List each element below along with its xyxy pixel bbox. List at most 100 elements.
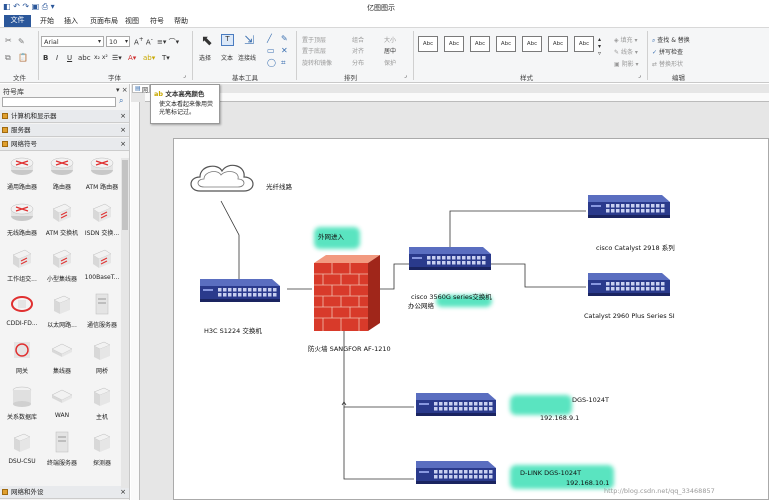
spell-check-button[interactable]: ✓ 拼写检查	[652, 49, 683, 56]
rect-icon[interactable]: ▭	[267, 46, 275, 55]
label-fiber[interactable]: 光纤线路	[266, 183, 292, 191]
close-icon[interactable]: ×	[120, 126, 126, 134]
label-firewall[interactable]: 防火墙 SANGFOR AF-1210	[308, 345, 391, 353]
library-shape[interactable]: 网关	[2, 338, 42, 382]
format-painter-icon[interactable]: ✎	[18, 37, 25, 46]
fiber-link[interactable]	[220, 200, 240, 287]
switch-dgs[interactable]	[416, 393, 496, 416]
replace-shape-button[interactable]: ⇄ 替换形状	[652, 61, 683, 68]
label-office[interactable]: 办公网络	[408, 302, 434, 310]
grow-font-icon[interactable]: A+ A-	[134, 37, 153, 47]
menu-symbols[interactable]: 符号	[150, 17, 164, 25]
diagram-page[interactable]: 光纤线路 H3C S1224 交换机 外网进入 防火墙 SANGFOR AF-1…	[173, 138, 769, 500]
library-section-network[interactable]: 网络符号×	[0, 138, 129, 151]
switch-h3c[interactable]	[200, 279, 280, 302]
library-shape[interactable]: 探测器	[82, 430, 122, 474]
menu-view[interactable]: 视图	[125, 17, 139, 25]
library-section-computers[interactable]: 计算机和显示器×	[0, 110, 129, 123]
library-shape[interactable]: 通信服务器	[82, 292, 122, 336]
library-shape[interactable]: 通用路由器	[2, 154, 42, 198]
style-preset-2[interactable]: Abc	[444, 36, 464, 52]
font-size-select[interactable]: 10 ▾	[106, 36, 130, 47]
menu-insert[interactable]: 插入	[64, 17, 78, 25]
library-section-network-peripherals[interactable]: 网络和外设×	[0, 486, 129, 499]
library-shape[interactable]: 以太网路...	[42, 292, 82, 336]
line-icon[interactable]: ╱	[267, 34, 272, 43]
library-shape[interactable]: 100BaseT...	[82, 246, 122, 290]
firewall-icon[interactable]	[314, 255, 380, 331]
close-icon[interactable]: ×	[120, 112, 126, 120]
ellipse-icon[interactable]: ◯	[267, 58, 276, 67]
style-preset-7[interactable]: Abc	[574, 36, 594, 52]
label-dgs[interactable]: DGS-1024T	[572, 396, 610, 404]
text-direction-icon[interactable]: T▾	[162, 54, 170, 62]
library-shape[interactable]: 关系数据库	[2, 384, 42, 428]
font-name-select[interactable]: Arial ▾	[41, 36, 104, 47]
label-ip1[interactable]: 192.168.9.1	[540, 414, 580, 422]
library-shape[interactable]: ATM 路由器	[82, 154, 122, 198]
library-search-input[interactable]	[2, 97, 116, 107]
library-shape[interactable]: 集线器	[42, 338, 82, 382]
cross-icon[interactable]: ✕	[281, 46, 288, 55]
style-preset-6[interactable]: Abc	[548, 36, 568, 52]
underline-icon[interactable]: U	[67, 54, 73, 62]
close-icon[interactable]: ×	[120, 488, 126, 496]
dialog-launcher-icon[interactable]: ⌟	[638, 72, 641, 79]
link-core-2960[interactable]	[490, 263, 586, 288]
label-dlink[interactable]: D-LINK DGS-1024T	[520, 469, 582, 477]
menu-home[interactable]: 开始	[40, 17, 54, 25]
library-shape[interactable]: WAN	[42, 384, 82, 428]
library-section-servers[interactable]: 服务器×	[0, 124, 129, 137]
size-button[interactable]: 大小	[384, 37, 397, 44]
menu-help[interactable]: 帮助	[174, 17, 188, 25]
find-replace-button[interactable]: ⌕ 查找 & 替换	[652, 37, 690, 44]
rotate-mirror-button[interactable]: 旋转和镜像	[302, 60, 333, 67]
dialog-launcher-icon[interactable]: ⌟	[183, 72, 186, 79]
crop-icon[interactable]: ⌗	[281, 58, 286, 67]
highlight-icon[interactable]: ab▾	[143, 54, 156, 62]
link-firewall-dgs[interactable]	[343, 327, 414, 408]
style-preset-3[interactable]: Abc	[470, 36, 490, 52]
menu-file[interactable]: 文件	[4, 15, 31, 27]
label-cisco2960[interactable]: Catalyst 2960 Plus Series SI	[584, 312, 675, 320]
style-scroll-icon[interactable]: ▴▾▿	[598, 36, 602, 57]
switch-cisco3560[interactable]	[409, 247, 491, 270]
label-external[interactable]: 外网进入	[318, 233, 344, 241]
subscript-icon[interactable]: x₂ x²	[94, 54, 108, 61]
text-tool-button[interactable]: T 文本	[218, 33, 238, 69]
document-tab[interactable]: ▤ 网	[132, 84, 150, 94]
scroll-thumb[interactable]	[122, 160, 128, 230]
dialog-launcher-icon[interactable]: ⌟	[404, 72, 407, 79]
library-options-icon[interactable]: ▾ ×	[116, 86, 128, 94]
group-button[interactable]: 组合	[352, 37, 365, 44]
italic-icon[interactable]: I	[56, 54, 59, 62]
library-scrollbar[interactable]	[121, 158, 129, 488]
library-shape[interactable]: 小型集线器	[42, 246, 82, 290]
align-icon[interactable]: ≡▾ ⌒▾	[157, 38, 180, 46]
fill-button[interactable]: ◈ 填充 ▾	[614, 37, 638, 44]
switch-cisco2918[interactable]	[588, 195, 670, 218]
link-firewall-dlink[interactable]	[343, 407, 414, 480]
font-color-icon[interactable]: A▾	[128, 54, 137, 62]
shadow-button[interactable]: ▣ 阴影 ▾	[614, 61, 639, 68]
library-shape[interactable]: DSU-CSU	[2, 430, 42, 474]
label-cisco2918[interactable]: cisco Catalyst 2918 系列	[596, 244, 675, 252]
switch-dlink[interactable]	[416, 461, 496, 484]
quick-access-icons[interactable]: ◧ ↶ ↷ ▣ ⎙ ▾	[3, 2, 55, 11]
label-ip2[interactable]: 192.168.10.1	[566, 479, 610, 487]
library-shape[interactable]: ATM 交换机	[42, 200, 82, 244]
menu-page-layout[interactable]: 页面布局	[90, 17, 118, 25]
search-icon[interactable]: ⌕	[119, 96, 124, 105]
bold-icon[interactable]: B	[43, 54, 49, 62]
switch-cisco2960[interactable]	[588, 273, 670, 296]
distribute-button[interactable]: 分布	[352, 60, 365, 67]
library-shape[interactable]: 工作组交...	[2, 246, 42, 290]
bring-to-front-button[interactable]: 置于顶层	[302, 37, 327, 44]
library-shape[interactable]: ISDN 交换...	[82, 200, 122, 244]
connector-tool-button[interactable]: ⇲ 连接线	[238, 33, 262, 69]
label-cisco3560[interactable]: cisco 3560G series交换机	[411, 293, 492, 301]
close-icon[interactable]: ×	[120, 140, 126, 148]
style-preset-1[interactable]: Abc	[418, 36, 438, 52]
select-tool-button[interactable]: ⬉ 选择	[197, 33, 217, 69]
paste-icon[interactable]: 📋	[18, 53, 28, 62]
